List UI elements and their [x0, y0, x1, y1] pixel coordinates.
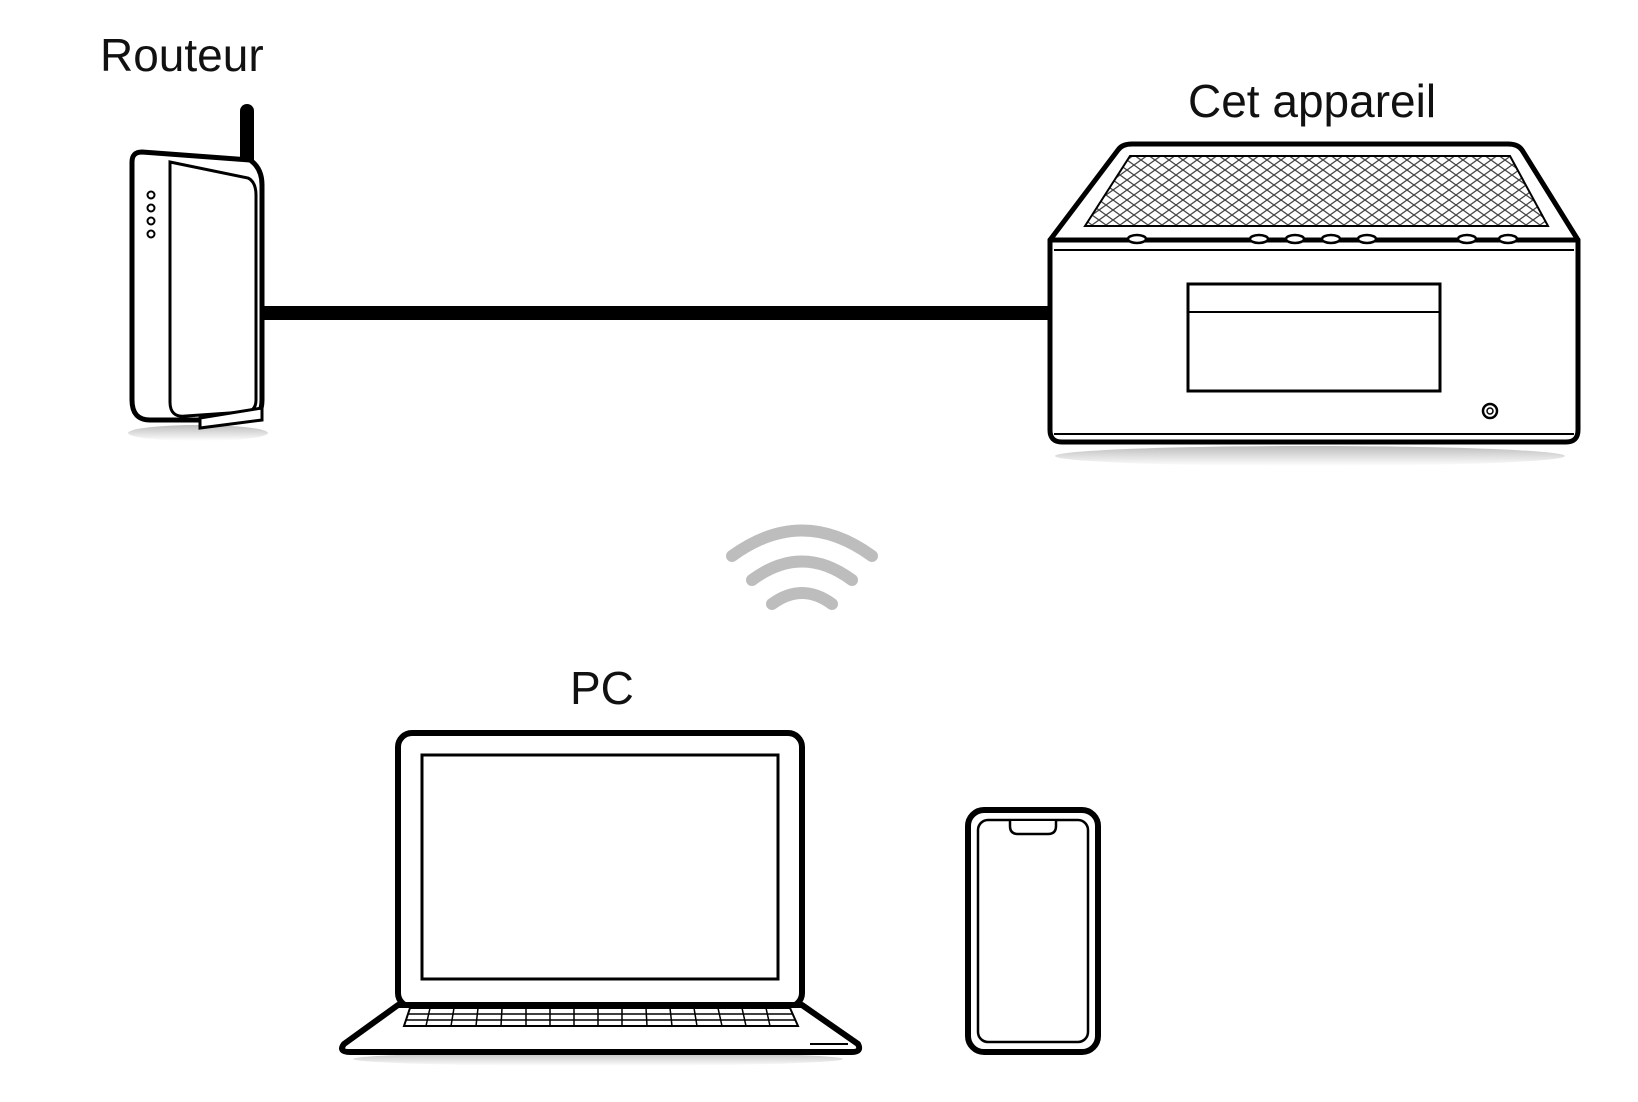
- laptop-icon: [339, 730, 863, 1066]
- device-label: Cet appareil: [1188, 75, 1437, 127]
- audio-device-icon: [1047, 141, 1581, 466]
- router-label: Routeur: [100, 29, 264, 81]
- wifi-signal-icon: [726, 524, 878, 610]
- smartphone-icon: [965, 807, 1101, 1055]
- pc-label: PC: [570, 662, 634, 714]
- ethernet-cable: [260, 306, 1050, 320]
- router-icon: [128, 104, 268, 441]
